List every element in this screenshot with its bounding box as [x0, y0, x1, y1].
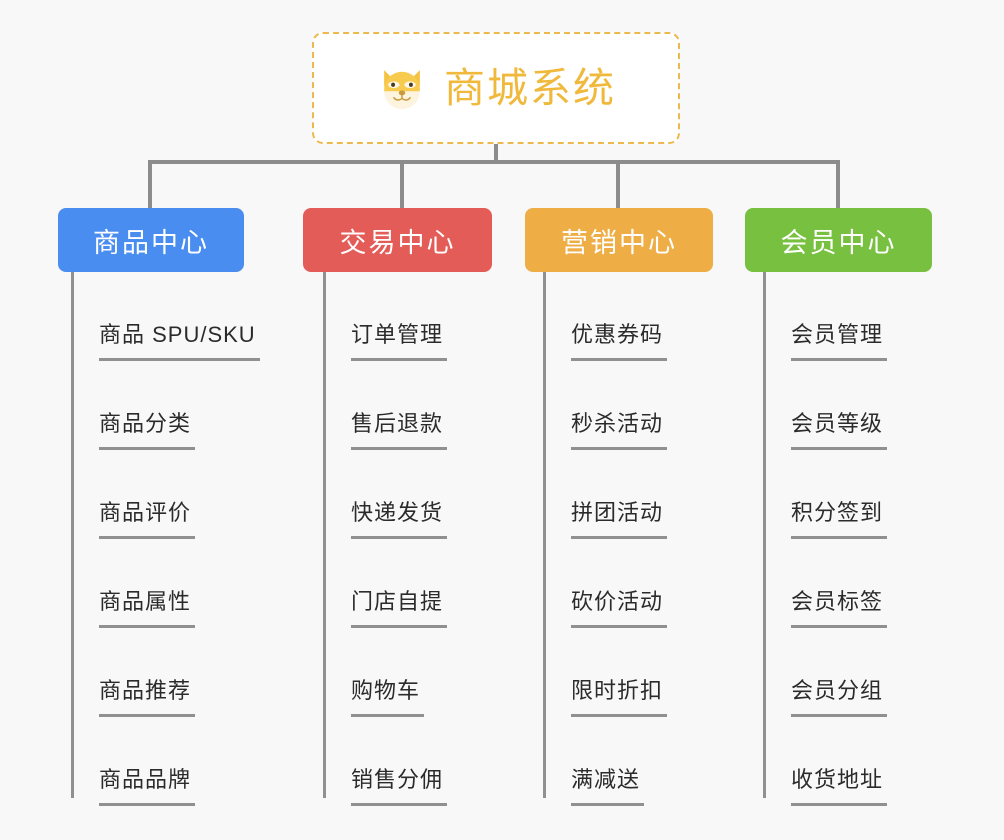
root-connector-crossbar: [148, 160, 840, 164]
leaf-label: 门店自提: [351, 591, 448, 628]
leaf-item-express-shipping[interactable]: 快递发货: [323, 450, 448, 539]
leaf-item-points-checkin[interactable]: 积分签到: [763, 450, 888, 539]
leaf-item-member-tag[interactable]: 会员标签: [763, 539, 888, 628]
leaf-label: 商品 SPU/SKU: [99, 324, 260, 361]
leaf-item-store-pickup[interactable]: 门店自提: [323, 539, 448, 628]
leaf-item-product-attribute[interactable]: 商品属性: [71, 539, 196, 628]
shiba-dog-face-icon: [376, 62, 428, 114]
leaf-item-sales-commission[interactable]: 销售分佣: [323, 717, 448, 806]
leaf-item-bargain-activity[interactable]: 砍价活动: [543, 539, 668, 628]
connector-drop-marketing-center: [616, 160, 620, 208]
leaf-item-product-recommend[interactable]: 商品推荐: [71, 628, 196, 717]
leaf-label: 订单管理: [351, 324, 448, 361]
leaf-label: 会员管理: [791, 324, 888, 361]
leaf-label: 会员标签: [791, 591, 888, 628]
leaf-label: 商品分类: [99, 413, 196, 450]
leaf-spine-trade-center: [323, 272, 326, 798]
leaf-label: 销售分佣: [351, 769, 448, 806]
leaf-item-coupon-code[interactable]: 优惠券码: [543, 272, 668, 361]
leaf-item-member-group[interactable]: 会员分组: [763, 628, 888, 717]
category-label-trade-center: 交易中心: [339, 227, 456, 258]
root-node[interactable]: 商城系统: [312, 32, 680, 144]
leaf-item-product-category[interactable]: 商品分类: [71, 361, 196, 450]
category-box-member-center[interactable]: 会员中心: [745, 208, 932, 272]
leaf-label: 收货地址: [791, 769, 888, 806]
leaf-label: 秒杀活动: [571, 413, 668, 450]
leaf-item-flash-sale[interactable]: 秒杀活动: [543, 361, 668, 450]
leaf-label: 拼团活动: [571, 502, 668, 539]
root-title: 商城系统: [444, 64, 616, 111]
leaf-label: 限时折扣: [571, 680, 668, 717]
leaf-label: 优惠券码: [571, 324, 668, 361]
connector-drop-member-center: [836, 160, 840, 208]
leaf-label: 快递发货: [351, 502, 448, 539]
leaf-label: 砍价活动: [571, 591, 668, 628]
leaf-label: 商品属性: [99, 591, 196, 628]
leaf-item-member-level[interactable]: 会员等级: [763, 361, 888, 450]
leaf-item-shopping-cart[interactable]: 购物车: [323, 628, 425, 717]
category-label-member-center: 会员中心: [780, 227, 897, 258]
leaf-label: 会员分组: [791, 680, 888, 717]
leaf-label: 售后退款: [351, 413, 448, 450]
leaf-spine-member-center: [763, 272, 766, 798]
leaf-label: 满减送: [571, 769, 645, 806]
leaf-item-shipping-address[interactable]: 收货地址: [763, 717, 888, 806]
leaf-item-full-reduction-gift[interactable]: 满减送: [543, 717, 645, 806]
leaf-item-limited-time-discount[interactable]: 限时折扣: [543, 628, 668, 717]
category-box-trade-center[interactable]: 交易中心: [303, 208, 492, 272]
leaf-label: 商品推荐: [99, 680, 196, 717]
leaf-label: 商品品牌: [99, 769, 196, 806]
leaf-label: 会员等级: [791, 413, 888, 450]
leaf-label: 商品评价: [99, 502, 196, 539]
category-box-marketing-center[interactable]: 营销中心: [525, 208, 713, 272]
connector-drop-trade-center: [400, 160, 404, 208]
leaf-item-group-buy[interactable]: 拼团活动: [543, 450, 668, 539]
category-label-marketing-center: 营销中心: [561, 227, 677, 258]
leaf-item-aftersales-refund[interactable]: 售后退款: [323, 361, 448, 450]
category-box-product-center[interactable]: 商品中心: [58, 208, 244, 272]
leaf-item-member-management[interactable]: 会员管理: [763, 272, 888, 361]
connector-drop-product-center: [148, 160, 152, 208]
root-connector-stem: [494, 144, 498, 164]
leaf-item-product-brand[interactable]: 商品品牌: [71, 717, 196, 806]
category-label-product-center: 商品中心: [93, 227, 209, 258]
leaf-label: 积分签到: [791, 502, 888, 539]
leaf-item-product-review[interactable]: 商品评价: [71, 450, 196, 539]
leaf-spine-marketing-center: [543, 272, 546, 798]
leaf-item-product-spu-sku[interactable]: 商品 SPU/SKU: [71, 272, 260, 361]
leaf-spine-product-center: [71, 272, 74, 798]
leaf-label: 购物车: [351, 680, 425, 717]
leaf-item-order-management[interactable]: 订单管理: [323, 272, 448, 361]
